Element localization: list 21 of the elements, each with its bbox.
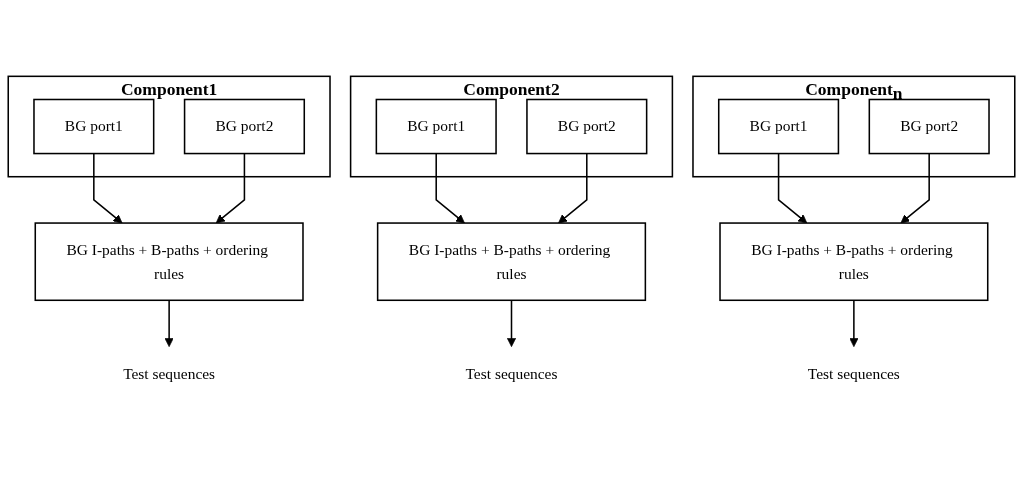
- node-text: Test sequences: [123, 365, 216, 382]
- arrow: [435, 152, 465, 224]
- node-box: BG I-paths + B-paths + ordering rules: [376, 222, 647, 302]
- node-box: BG port2: [868, 98, 990, 155]
- arrow: [900, 152, 930, 224]
- arrow: [558, 152, 588, 224]
- arrow: [93, 152, 123, 224]
- node-box: BG port1: [33, 98, 155, 155]
- node-box: BG port2: [183, 98, 306, 155]
- node-text: Test sequences: [807, 365, 900, 382]
- node-box: BG port1: [375, 98, 497, 155]
- node-box: BG port2: [526, 98, 648, 155]
- arrow: [849, 299, 859, 348]
- node-box: BG I-paths + B-paths + ordering rules: [719, 222, 989, 302]
- node-text: Test sequences: [465, 365, 558, 382]
- arrow: [506, 299, 517, 348]
- node-box: BG I-paths + B-paths + ordering rules: [34, 222, 304, 302]
- arrow: [215, 152, 246, 224]
- arrow: [164, 299, 174, 348]
- arrow: [777, 152, 808, 224]
- node-box: BG port1: [717, 98, 840, 155]
